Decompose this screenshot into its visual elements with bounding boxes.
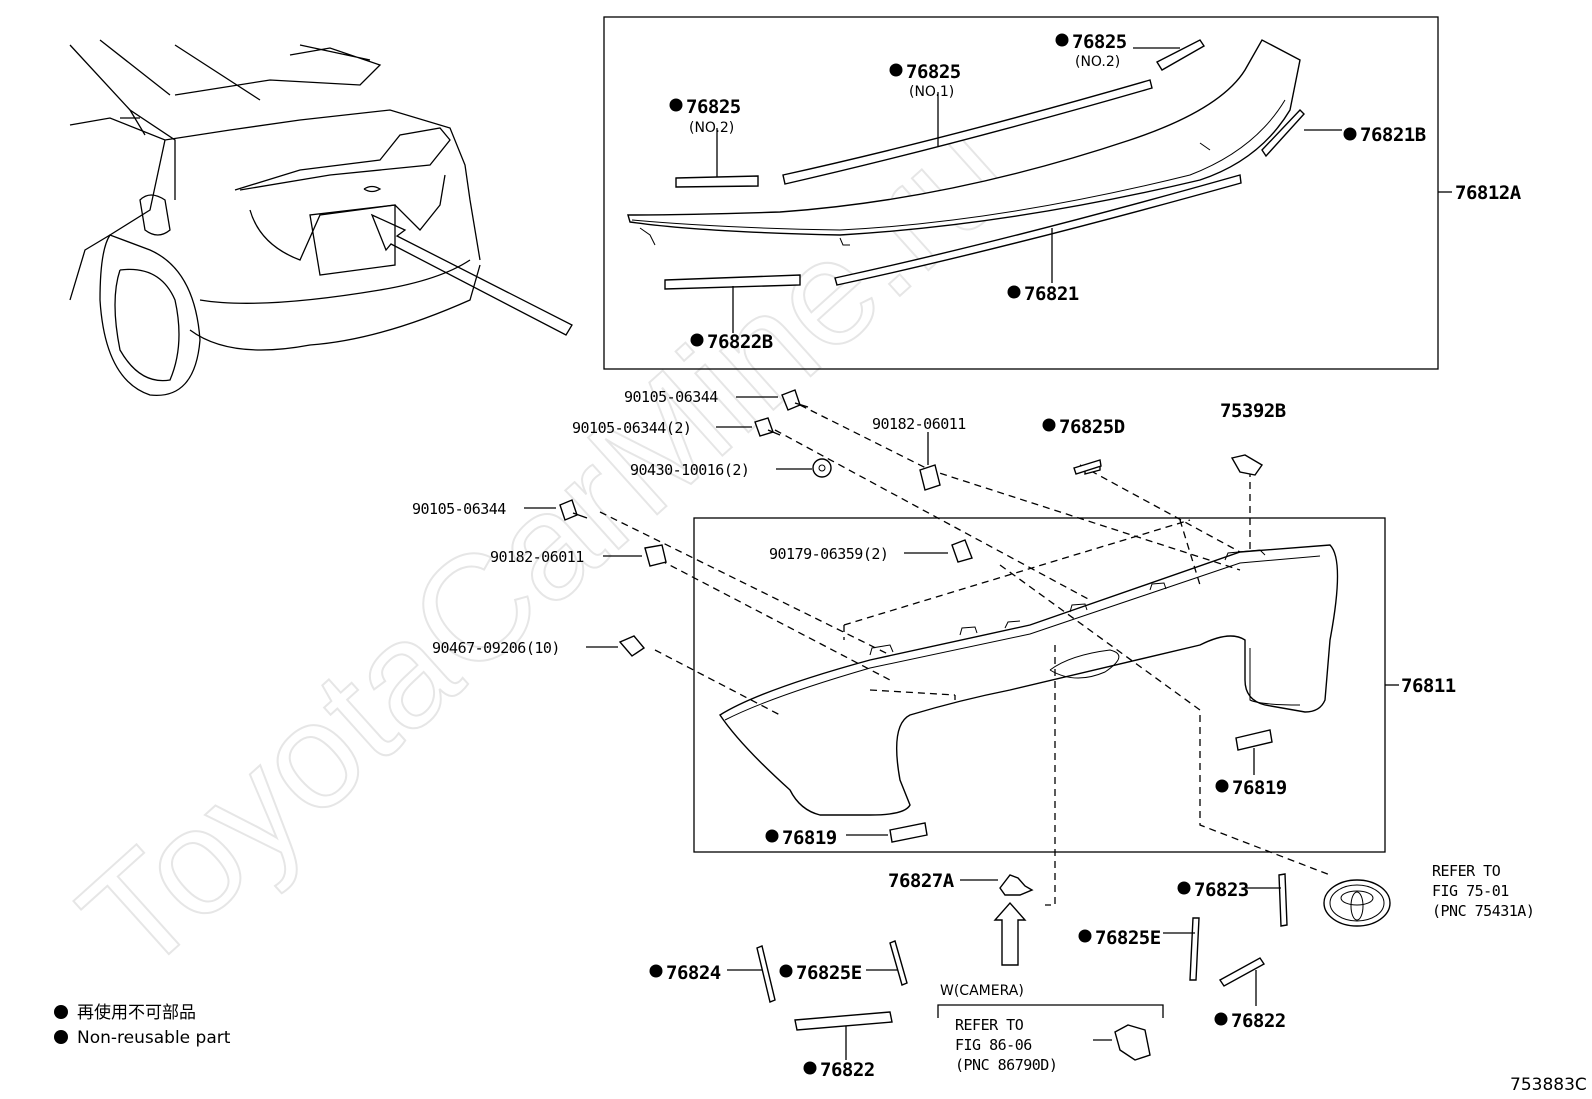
svg-text:76825D: 76825D: [1059, 416, 1125, 438]
label-76823: 76823: [1177, 879, 1249, 901]
label-76819-left: 76819: [765, 827, 837, 849]
label-90105-c: 90105-06344: [412, 500, 506, 518]
pad-76819-right: [1235, 729, 1273, 751]
legend-en: Non-reusable part: [77, 1028, 231, 1048]
label-90182-b: 90182-06011: [490, 548, 584, 566]
svg-text:76825: 76825: [906, 61, 961, 83]
label-90179: 90179-06359(2): [769, 545, 888, 563]
svg-text:76825: 76825: [1072, 31, 1127, 53]
label-76822-right: 76822: [1214, 1010, 1286, 1032]
svg-text:76825: 76825: [686, 96, 741, 118]
svg-text:76822: 76822: [820, 1059, 875, 1081]
figure-id: 753883C: [1510, 1075, 1587, 1095]
svg-text:76824: 76824: [666, 962, 721, 984]
refer-note-emblem: REFER TO FIG 75-01 (PNC 75431A): [1432, 862, 1535, 920]
label-76811: 76811: [1401, 675, 1456, 697]
label-90105-b: 90105-06344(2): [572, 419, 691, 437]
label-76827A: 76827A: [888, 870, 955, 892]
label-76812A: 76812A: [1455, 182, 1522, 204]
label-90182-a: 90182-06011: [872, 415, 966, 433]
toyota-emblem: [1323, 879, 1391, 927]
svg-text:76822: 76822: [1231, 1010, 1286, 1032]
label-76822B: 76822B: [690, 331, 773, 353]
svg-text:(PNC 86790D): (PNC 86790D): [955, 1056, 1057, 1074]
label-76825-no2-right: 76825 (NO.2): [1055, 31, 1127, 70]
refer-note-camera: REFER TO FIG 86-06 (PNC 86790D): [955, 1016, 1058, 1074]
svg-text:FIG 86-06: FIG 86-06: [955, 1036, 1032, 1054]
label-76819-right: 76819: [1215, 777, 1287, 799]
svg-text:FIG 75-01: FIG 75-01: [1432, 882, 1509, 900]
svg-text:(NO.2): (NO.2): [689, 120, 734, 136]
fastener-clips: [559, 389, 1264, 657]
svg-text:REFER TO: REFER TO: [955, 1016, 1024, 1034]
label-76825-no1: 76825 (NO.1): [889, 61, 961, 100]
camera-illustration: [1093, 1024, 1151, 1061]
svg-text:76823: 76823: [1194, 879, 1249, 901]
svg-text:76819: 76819: [782, 827, 837, 849]
back-door-garnish-76811: [719, 544, 1339, 816]
pad-76825D: [1073, 459, 1102, 475]
svg-text:REFER TO: REFER TO: [1432, 862, 1501, 880]
svg-text:76822B: 76822B: [707, 331, 773, 353]
label-90105-a: 90105-06344: [624, 388, 718, 406]
svg-text:76819: 76819: [1232, 777, 1287, 799]
spoiler-76812A: [627, 39, 1305, 290]
camera-variant-label: W(CAMERA): [940, 983, 1024, 999]
svg-text:(NO.1): (NO.1): [909, 84, 954, 100]
label-76824: 76824: [649, 962, 721, 984]
svg-text:76821B: 76821B: [1360, 124, 1426, 146]
label-76822-left: 76822: [803, 1059, 875, 1081]
label-90467: 90467-09206(10): [432, 639, 560, 657]
bracket-76827A: [999, 874, 1034, 896]
label-75392B: 75392B: [1220, 400, 1286, 422]
label-76825E-right: 76825E: [1078, 927, 1161, 949]
pad-76819-left: [889, 822, 928, 843]
svg-text:76825E: 76825E: [796, 962, 862, 984]
label-90430: 90430-10016(2): [630, 461, 749, 479]
svg-text:(NO.2): (NO.2): [1075, 54, 1120, 70]
label-76821: 76821: [1007, 283, 1079, 305]
svg-text:(PNC 75431A): (PNC 75431A): [1432, 902, 1534, 920]
up-arrow: [993, 901, 1027, 966]
legend: 再使用不可部品 Non-reusable part: [54, 1002, 231, 1048]
svg-text:76821: 76821: [1024, 283, 1079, 305]
legend-jp: 再使用不可部品: [77, 1002, 196, 1023]
label-76825D: 76825D: [1042, 416, 1125, 438]
svg-text:76825E: 76825E: [1095, 927, 1161, 949]
car-rear-illustration: [69, 39, 573, 396]
label-76821B: 76821B: [1343, 124, 1426, 146]
label-76825-no2-left: 76825 (NO.2): [669, 96, 741, 136]
label-76825E-left: 76825E: [779, 962, 862, 984]
spoiler-assembly-box: [603, 16, 1439, 370]
